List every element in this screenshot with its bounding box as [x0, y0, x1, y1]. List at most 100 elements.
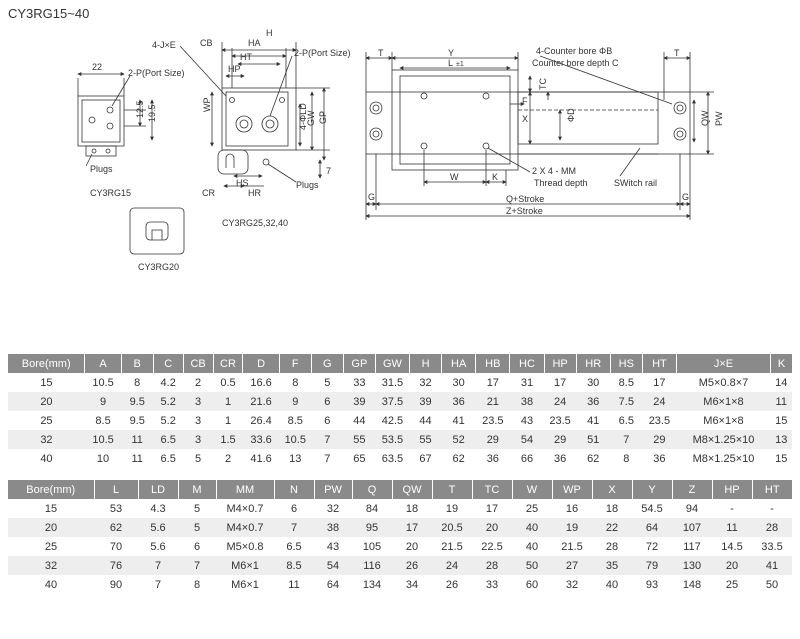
- table-cell: 40: [40, 452, 53, 465]
- column-header: Bore(mm): [8, 480, 95, 499]
- table-cell: 38: [509, 392, 545, 411]
- table-cell: 5.2: [160, 414, 176, 427]
- table-cell: M4×0.7: [216, 518, 274, 537]
- table-cell: 29: [642, 430, 677, 449]
- table-cell: 60: [525, 578, 539, 591]
- table-cell: 20: [712, 556, 752, 575]
- table-cell: 54: [314, 556, 352, 575]
- table-cell: 52: [441, 430, 476, 449]
- table-cell: 17: [653, 376, 666, 389]
- label-switch-rail: SWitch rail: [614, 178, 657, 188]
- table-cell: 53.5: [375, 430, 410, 449]
- table-cell: 20: [472, 518, 512, 537]
- table-cell: 16.6: [250, 376, 272, 389]
- column-header: Q: [352, 480, 393, 499]
- column-header: HP: [544, 354, 577, 373]
- table-cell: 38: [314, 518, 352, 537]
- table-cell: 17: [392, 518, 432, 537]
- label-x: X: [522, 114, 528, 124]
- table-cell: M5×0.8×7: [698, 376, 749, 389]
- label-port-size-left: 2-P(Port Size): [128, 68, 185, 78]
- table-cell: 6: [193, 540, 201, 553]
- table-cell: 7.5: [610, 392, 643, 411]
- table-cell: 7: [610, 430, 643, 449]
- label-g-left: G: [368, 192, 375, 202]
- column-header: X: [592, 480, 633, 499]
- table-cell: 25: [40, 414, 53, 427]
- table-cell: 90: [109, 578, 123, 591]
- table-cell: 3: [183, 430, 214, 449]
- table-cell: 41: [452, 414, 465, 427]
- column-header: TC: [472, 480, 513, 499]
- table-cell: 10.5: [92, 376, 114, 389]
- column-header: HP: [712, 480, 753, 499]
- table-cell: 32: [565, 578, 579, 591]
- table-cell: -: [730, 502, 734, 515]
- table-cell: 27: [552, 556, 592, 575]
- label-plugs-mid: Plugs: [296, 180, 319, 190]
- label-y: Y: [448, 48, 454, 58]
- label-port-size-right: 2-P(Port Size): [294, 48, 351, 58]
- table-cell: 7: [324, 452, 331, 465]
- table-cell: 15: [775, 414, 788, 427]
- table-cell: M6×1: [216, 556, 274, 575]
- table-cell: M8×1.25×10: [692, 452, 755, 465]
- table-cell: 3: [183, 392, 214, 411]
- label-hr: HR: [248, 188, 261, 198]
- table-cell: 9: [84, 392, 122, 411]
- table-cell: M6×1×8: [703, 414, 744, 427]
- table-cell: 7: [274, 518, 314, 537]
- label-ld: 4-ΦLD: [298, 103, 308, 130]
- table-cell: 39: [343, 392, 376, 411]
- table-cell: 30: [452, 376, 465, 389]
- table-cell: 64: [632, 518, 672, 537]
- table-cell: 8.5: [287, 414, 303, 427]
- table-cell: 29: [544, 430, 577, 449]
- table-cell: 44: [353, 414, 366, 427]
- table-cell: 20.5: [432, 518, 472, 537]
- table-cell: 36: [441, 392, 476, 411]
- label-gw: GW: [306, 110, 316, 126]
- label-hp: HP: [228, 64, 241, 74]
- table-cell: 26: [445, 578, 459, 591]
- table-cell: 6: [311, 392, 344, 411]
- column-header: Bore(mm): [8, 354, 86, 373]
- table-cell: 36: [553, 452, 567, 465]
- table-cell: 9.5: [121, 392, 154, 411]
- table-cell: 6: [324, 414, 331, 427]
- table-cell: 36: [486, 452, 499, 465]
- table-cell: 11: [770, 392, 792, 411]
- table-cell: 8: [193, 578, 201, 591]
- table-cell: 116: [352, 556, 392, 575]
- column-header: M: [178, 480, 217, 499]
- table-cell: 10.5: [84, 430, 122, 449]
- table-cell: 18: [405, 502, 419, 515]
- label-thread-depth: Thread depth: [534, 178, 588, 188]
- label-t-right: T: [674, 48, 680, 58]
- page-title: CY3RG15~40: [8, 6, 90, 21]
- table-cell: 40: [605, 578, 619, 591]
- label-gp: GP: [318, 111, 328, 124]
- table-cell: 53: [109, 502, 123, 515]
- column-header: D: [242, 354, 280, 373]
- cy3rg20-end-view: [129, 207, 185, 255]
- label-counter-depth: Counter bore depth C: [532, 58, 619, 68]
- column-header: HR: [576, 354, 611, 373]
- table-cell: 36: [576, 392, 611, 411]
- table-cell: 107: [672, 518, 712, 537]
- label-z-stroke: Z+Stroke: [506, 206, 543, 216]
- technical-drawing: 4-J×E CB H HA HT HP 2-P(Port Size) 2-P(P…: [77, 28, 724, 272]
- table-cell: 41.6: [250, 452, 272, 465]
- table-cell: 2: [224, 452, 232, 465]
- table-cell: 5: [193, 502, 201, 515]
- column-header: K: [770, 354, 792, 373]
- table-cell: 5.6: [138, 518, 178, 537]
- table-cell: 5.6: [150, 540, 166, 553]
- column-header: HT: [642, 354, 677, 373]
- table-cell: 39: [409, 392, 442, 411]
- table-cell: 5: [178, 518, 216, 537]
- table-cell: 14: [775, 376, 788, 389]
- table-cell: 55: [409, 430, 442, 449]
